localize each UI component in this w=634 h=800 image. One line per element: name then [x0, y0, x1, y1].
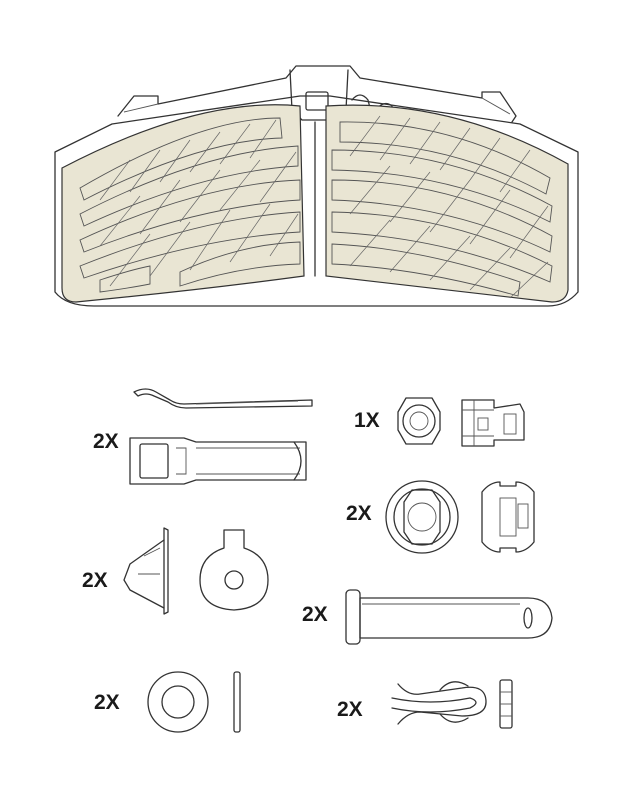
retaining-pin-icon — [345, 589, 553, 645]
washer-quantity: 2X — [94, 691, 120, 714]
hex-nut-icon — [397, 397, 525, 447]
retainer-spring-icon — [129, 388, 313, 485]
washer-icon — [147, 671, 241, 733]
spring-clip-icon — [391, 679, 513, 729]
cage-nut-quantity: 2X — [346, 502, 372, 525]
nut-quantity: 1X — [354, 409, 380, 432]
wedge-bracket-quantity: 2X — [82, 569, 108, 592]
spring-clip-quantity: 2X — [337, 698, 363, 721]
cage-nut-icon — [385, 480, 535, 554]
wedge-bracket-icon — [123, 527, 269, 615]
retainer-spring-quantity: 2X — [93, 430, 119, 453]
brake-pad-icon — [54, 65, 579, 307]
retaining-pin-quantity: 2X — [302, 603, 328, 626]
